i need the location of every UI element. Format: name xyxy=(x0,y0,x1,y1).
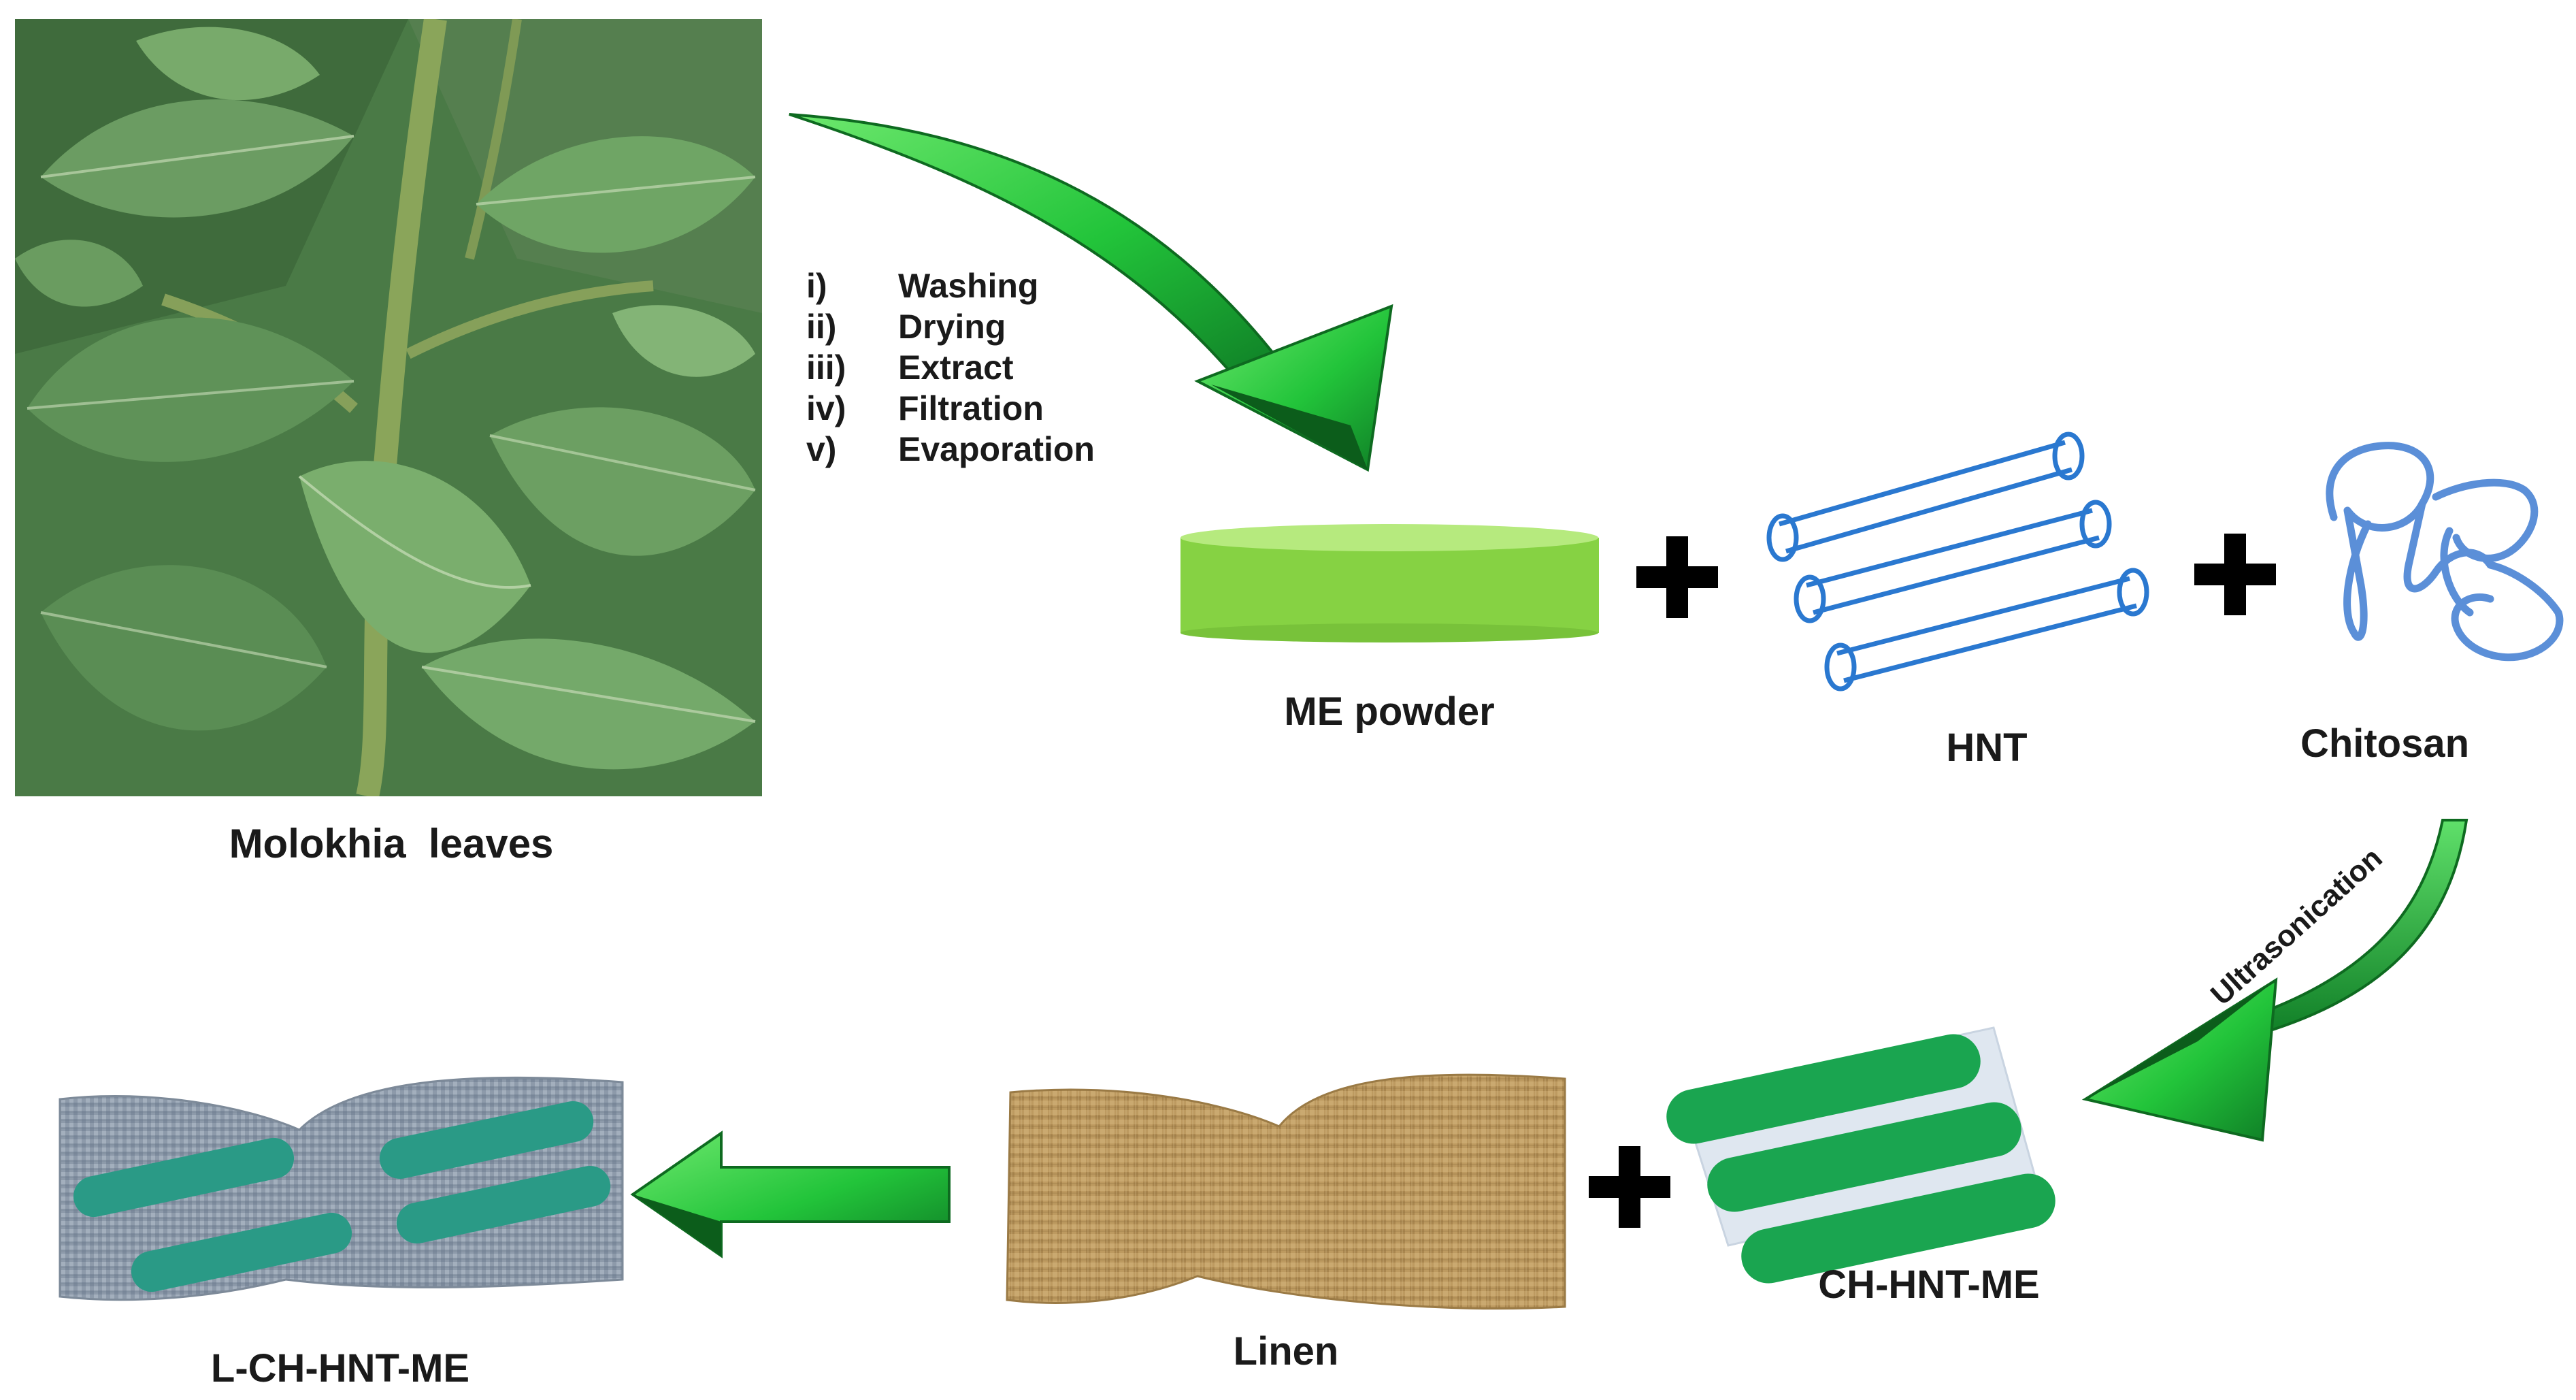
hnt-label: HNT xyxy=(1946,726,2027,770)
curved-arrow-icon xyxy=(789,113,1393,472)
ch-hnt-me-label: CH-HNT-ME xyxy=(1818,1263,2039,1307)
molokhia-leaves-photo xyxy=(15,19,762,796)
me-powder-disk xyxy=(1180,524,1599,642)
step-text: Extract xyxy=(898,348,1014,387)
step-number: iii) xyxy=(806,348,846,387)
plus-icon xyxy=(1589,1146,1670,1228)
step-number: v) xyxy=(806,430,836,468)
left-arrow-icon xyxy=(630,1130,951,1258)
chitosan-label: Chitosan xyxy=(2300,721,2469,766)
process-steps: i) Washing ii) Drying iii) Extract iv) F… xyxy=(806,267,1095,468)
linen-label: Linen xyxy=(1234,1329,1339,1373)
step-number: iv) xyxy=(806,389,846,427)
step-text: Washing xyxy=(898,267,1038,305)
linen-fabric xyxy=(1006,1073,1566,1310)
me-powder-label: ME powder xyxy=(1284,689,1494,734)
plus-icon xyxy=(2194,534,2276,615)
hnt-tubes xyxy=(1766,432,2149,691)
plus-icon xyxy=(1636,536,1718,618)
chitosan-scribble xyxy=(2326,442,2564,662)
step-number: i) xyxy=(806,267,827,305)
step-number: ii) xyxy=(806,308,836,346)
molokhia-leaves-label: Molokhia leaves xyxy=(229,821,554,866)
coated-linen-fabric xyxy=(59,1076,624,1301)
l-ch-hnt-me-label: L-CH-HNT-ME xyxy=(211,1346,469,1390)
curved-arrow-icon xyxy=(2081,819,2468,1142)
step-text: Evaporation xyxy=(898,430,1095,468)
ch-hnt-me-composite xyxy=(1666,1026,2055,1284)
step-text: Drying xyxy=(898,308,1006,346)
step-text: Filtration xyxy=(898,389,1044,427)
